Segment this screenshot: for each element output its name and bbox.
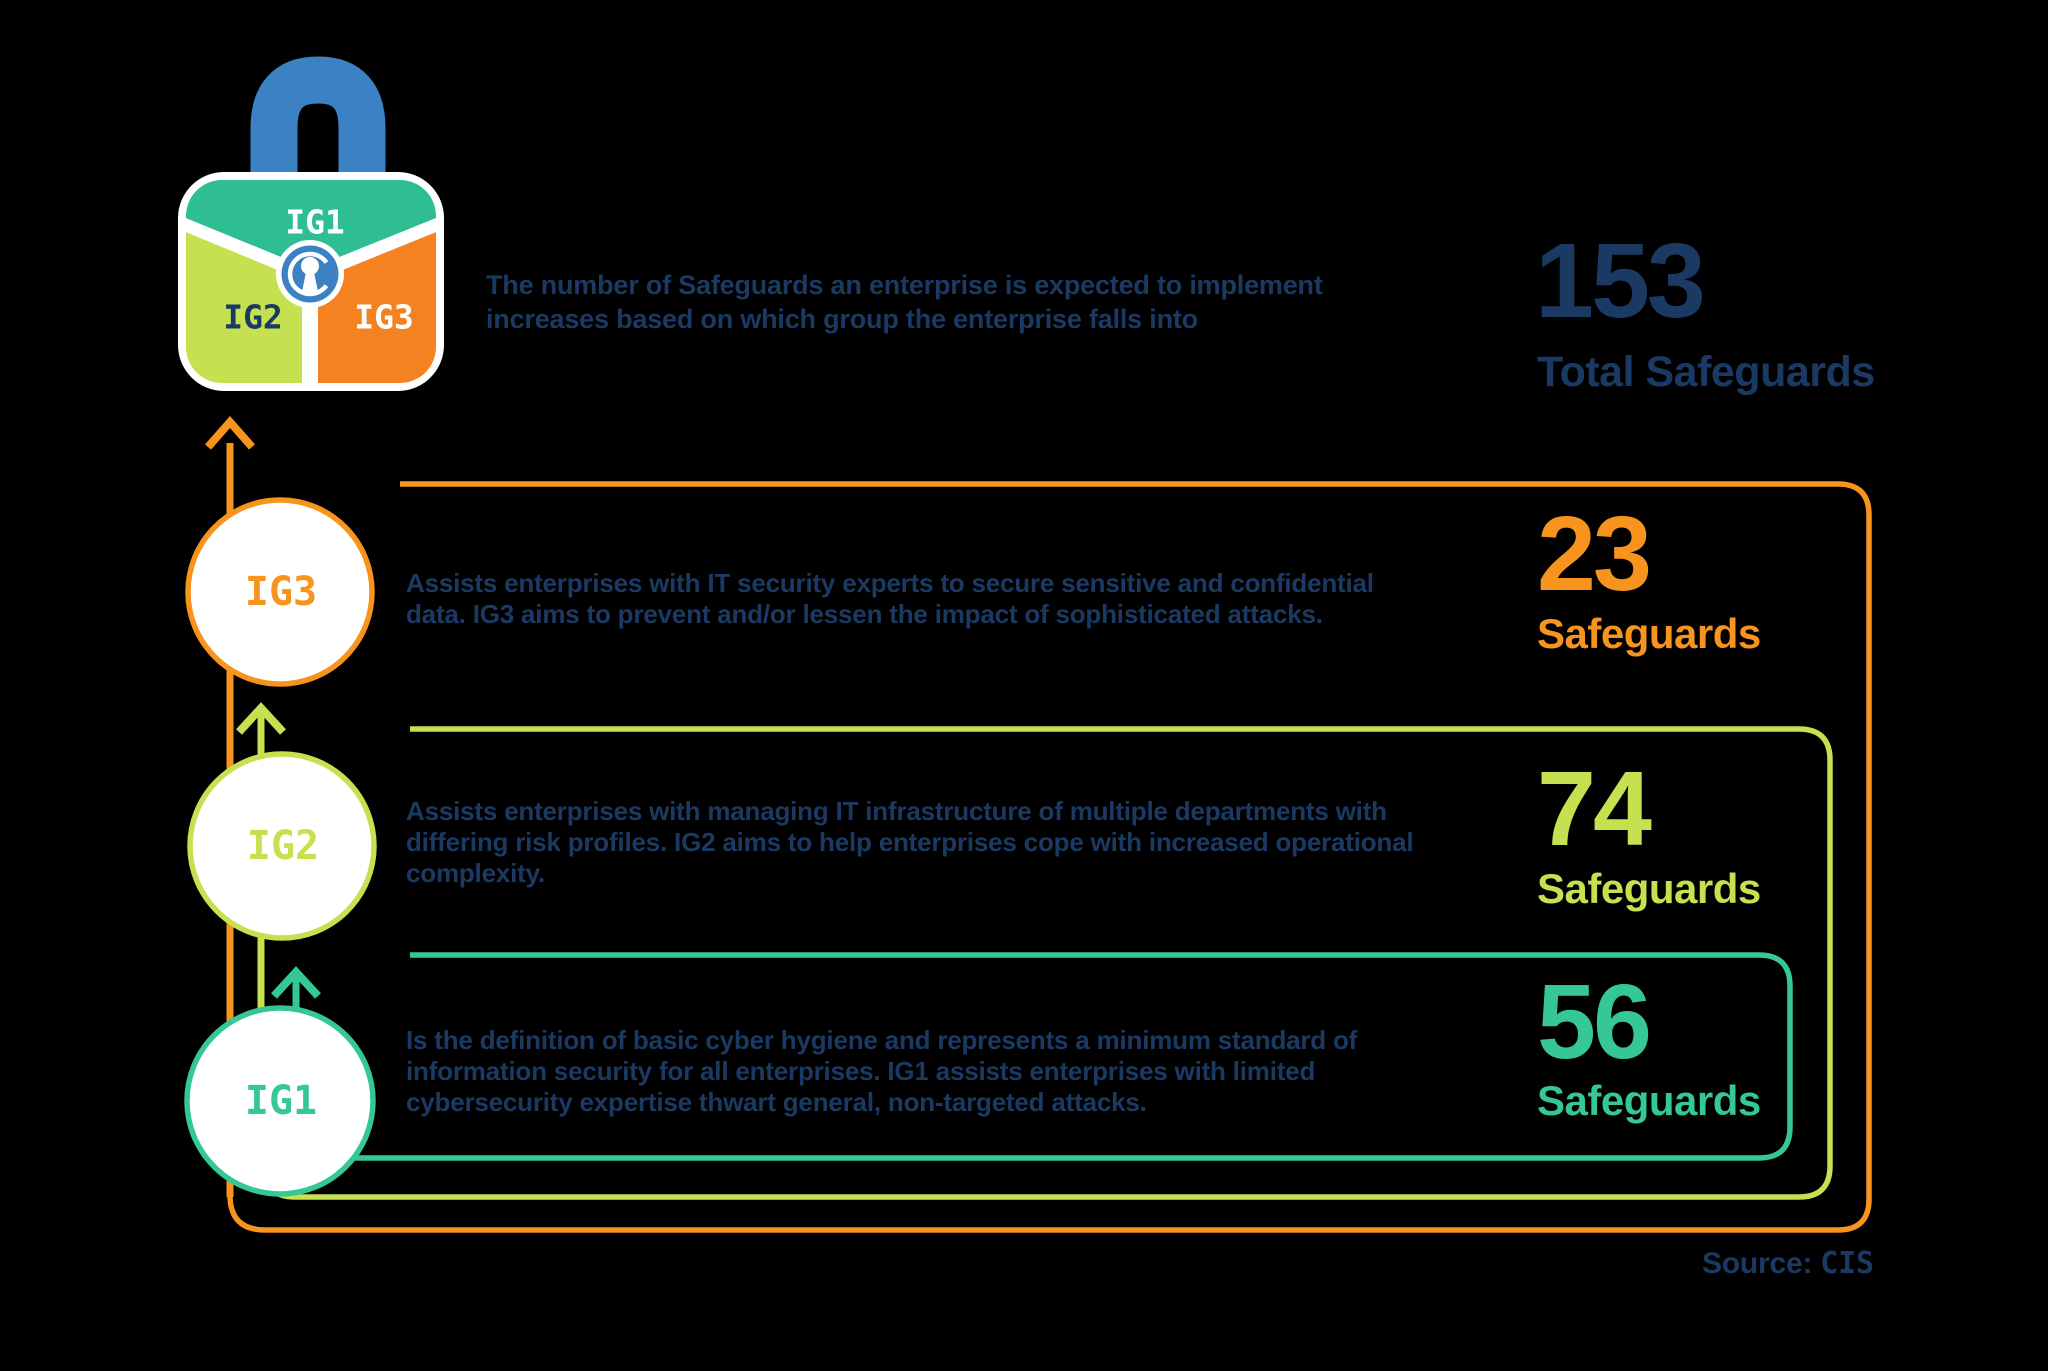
ig2-circle <box>187 751 377 941</box>
keyhole-icon <box>301 257 319 275</box>
ig3-box-outline <box>227 481 1872 1233</box>
ig2-count-label: Safeguards <box>1537 865 1761 912</box>
lock-label-ig2: IG2 <box>223 297 283 337</box>
padlock-shackle <box>250 56 386 195</box>
ig3-circle-label: IG3 <box>244 569 318 615</box>
padlock-segment-ig1 <box>186 180 436 266</box>
ig2-description: Assists enterprises with managing IT inf… <box>406 796 1414 888</box>
ig1-count-label: Safeguards <box>1537 1077 1761 1124</box>
ig3-circle <box>185 497 375 687</box>
ig3-description: Assists enterprises with IT security exp… <box>406 568 1374 629</box>
lock-emblem-c-arc <box>287 251 333 297</box>
ig1-description: Is the definition of basic cyber hygiene… <box>406 1025 1358 1117</box>
keyhole-stem <box>302 272 318 292</box>
padlock-segment-ig3 <box>318 228 436 383</box>
source-note: Source:CIS <box>1702 1247 1874 1281</box>
ig1-count: 56 <box>1537 963 1652 1081</box>
padlock-segment-ig2 <box>186 228 302 383</box>
total-safeguards-label: Total Safeguards <box>1537 348 1875 396</box>
ig1-circle <box>184 1005 376 1197</box>
ig2-count: 74 <box>1537 750 1652 868</box>
padlock-icon <box>178 56 444 391</box>
ig2-circle-label: IG2 <box>246 823 320 869</box>
source-label: Source: <box>1702 1247 1813 1280</box>
lock-label-ig1: IG1 <box>285 202 345 242</box>
lock-label-ig3: IG3 <box>354 297 414 337</box>
ig3-count: 23 <box>1537 495 1652 613</box>
total-safeguards-value: 153 <box>1535 222 1706 340</box>
ig3-count-label: Safeguards <box>1537 610 1761 657</box>
ig1-circle-label: IG1 <box>244 1078 318 1124</box>
headline: The number of Safeguards an enterprise i… <box>486 270 1323 334</box>
source-value: CIS <box>1820 1246 1874 1281</box>
